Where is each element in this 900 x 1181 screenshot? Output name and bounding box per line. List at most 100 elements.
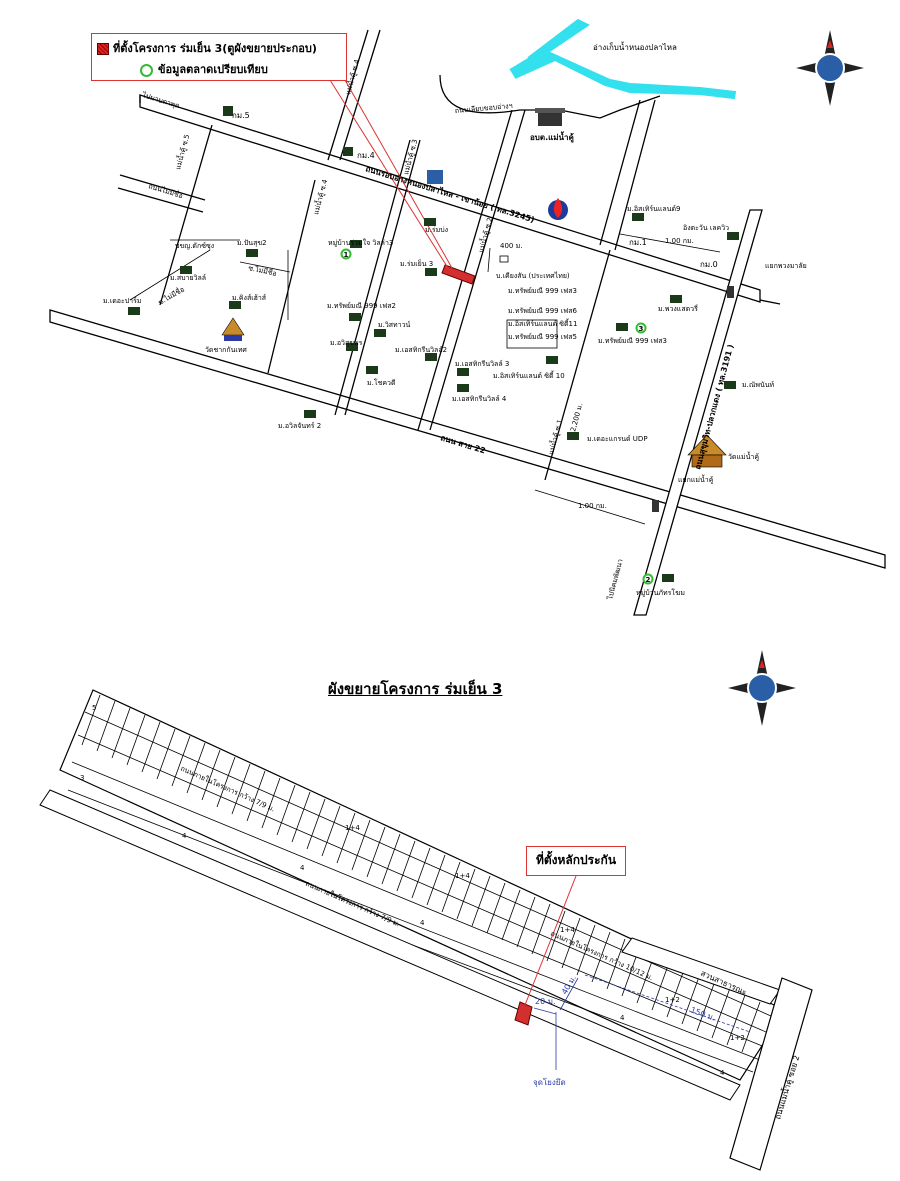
temple-label: วัดชากกันเทศ <box>205 346 247 354</box>
traffic-light-icon <box>652 500 659 512</box>
svg-text:3: 3 <box>639 325 644 333</box>
junction-label: แยกพวงมาลัย <box>765 262 807 270</box>
collateral-lot-marker <box>514 1001 533 1026</box>
km0-label: กม.0 <box>700 260 718 269</box>
site-parcel-marker <box>441 264 476 285</box>
svg-text:2: 2 <box>646 576 651 584</box>
place-label: ม.อิสเทิร์นแลนด์9 <box>627 205 680 213</box>
lot-grid <box>81 694 761 1053</box>
plan-title: ผังขยายโครงการ ร่มเย็น 3 <box>328 680 503 698</box>
soi2-label: แม่น้ำคู้ ซ.2 <box>474 216 494 254</box>
sao-building-icon <box>535 108 565 126</box>
place-label: ม.เดอะแกรนด์ UDP <box>587 435 648 443</box>
svg-text:1: 1 <box>344 251 349 259</box>
sao-label: อบต.แม่น้ำคู้ <box>530 131 574 143</box>
km5-label: กม.5 <box>232 111 250 120</box>
place-label: ม.ทรัพย์มณี 999 เฟส3 <box>598 337 667 345</box>
svg-text:4: 4 <box>720 1069 725 1077</box>
temple-icon <box>221 317 245 341</box>
svg-text:1+2: 1+2 <box>730 1034 745 1042</box>
place-label: บขญ.ดักซ์ซุง <box>175 242 214 250</box>
to-nikhom-label: ไปนิคมพัฒนา <box>605 558 625 602</box>
place-label: ม.ทรัพย์มณี 999 เฟส5 <box>508 333 577 341</box>
dist-2200-label: 2,200 ม. <box>569 402 584 432</box>
km4-label: กม.4 <box>357 151 375 160</box>
place-label: หมู่บ้านร่วมใจ วิลล่า3 <box>328 238 393 247</box>
reservoir-shape <box>509 18 737 100</box>
soi5 <box>159 124 213 306</box>
compass-icon <box>796 30 864 106</box>
svg-text:4: 4 <box>420 919 425 927</box>
unnamed-soi-label: ซ.ไม่มีชื่อ <box>157 285 186 307</box>
soi5-label: แม่น้ำคู้ ซ.5 <box>171 133 191 171</box>
place-label: ม.อิสเทิร์นแลนด์ ซิตี้11 <box>508 317 577 328</box>
place-label: ม.เอสทิกรีนวิลล์ 4 <box>452 395 507 403</box>
market-marker-3 <box>635 322 647 334</box>
svg-text:4: 4 <box>182 832 187 840</box>
place-label: ม.ปันสุข2 <box>237 239 267 247</box>
reservoir-label: อ่างเก็บน้ำหนองปลาไหล <box>593 41 677 52</box>
place-label: ม.วิสทาวน์ <box>378 321 411 329</box>
leader-line <box>329 79 449 269</box>
svg-text:4: 4 <box>620 1014 625 1022</box>
soi4b-label: แม่น้ำคู้ ซ.4 <box>309 177 329 215</box>
sukhumvit-road <box>633 209 763 616</box>
place-label: ม.เอสทิกรีนวิลล์2 <box>395 346 447 354</box>
callout-leader <box>524 875 577 1006</box>
place-label: ม.ณัพนันท์ <box>742 381 775 389</box>
legend-market-row: ข้อมูลตลาดเปรียบเทียบ <box>140 60 268 78</box>
legend-site-row: ที่ตั้งโครงการ ร่มเย็น 3(ตูผังขยายประกอบ… <box>97 39 317 57</box>
market-circle-icon <box>140 63 153 77</box>
place-label: ม.โชควดี <box>367 378 396 387</box>
place-label: ม.อวิลจันทร์ 2 <box>278 422 321 430</box>
dim-150m <box>584 974 751 1033</box>
place-label: ม.เอสทิกรีนวิลล์ 3 <box>455 360 509 368</box>
market-marker-1 <box>340 248 352 260</box>
place-label: หมู่บ้านภัทรโฆม <box>636 588 685 597</box>
dist-1km-label: 1.00 กม. <box>665 237 694 245</box>
ptt-logo <box>548 198 568 220</box>
svg-text:1+4: 1+4 <box>345 824 360 832</box>
svg-text:1+2: 1+2 <box>665 996 680 1004</box>
temple-label: วัดแม่น้ำคู้ <box>728 450 759 461</box>
place-label: ม.อิสเทิร์นแลนด์ ซิตี้ 10 <box>493 369 565 380</box>
soi1-label: แม่น้ำคู้ ซ.1 <box>544 418 564 456</box>
compass-icon <box>728 650 796 726</box>
place-label: ม.ทรัพย์มณี 999 เฟส2 <box>327 302 396 310</box>
road-22 <box>49 309 886 569</box>
dim-1km-bottom <box>534 489 646 525</box>
svg-text:1+4: 1+4 <box>455 872 470 880</box>
collateral-callout: ที่ตั้งหลักประกัน <box>526 846 626 876</box>
place-label: ม.เดอะปาร์ม <box>103 297 142 305</box>
site-label: ม.ร่มเย็น 3 <box>400 259 433 268</box>
dist-20m-label: 20 ม. <box>535 997 556 1006</box>
reference-point-label: จุดโยงยึด <box>533 1077 566 1087</box>
svg-text:1+4: 1+4 <box>560 926 575 934</box>
place-label: อิงตะวัน เลควิว <box>683 224 729 232</box>
traffic-light-icon <box>727 286 734 298</box>
dim-40m <box>559 977 579 1011</box>
house-icon-group <box>128 106 739 582</box>
place-label: ม.อวิสุขพร <box>330 339 363 347</box>
place-label: ม.ร่มบ่ง <box>425 226 448 234</box>
market-marker-2 <box>642 573 654 585</box>
km1-label: กม.1 <box>629 238 647 247</box>
svg-text:4: 4 <box>300 864 305 872</box>
legend: ที่ตั้งโครงการ ร่มเย็น 3(ตูผังขยายประกอบ… <box>91 33 347 81</box>
place-label: บ.เคียงสัน (ประเทศไทย) <box>496 271 570 280</box>
junction-label: แยกแม่น้ำคู้ <box>678 473 714 484</box>
dim-1km-top <box>619 233 721 253</box>
dist-1km-label: 1.00 กม. <box>578 502 607 510</box>
svg-text:3: 3 <box>80 774 84 782</box>
dist-400-label: 400 ม. <box>500 242 522 250</box>
unnamed-soi-label: ซ.ไม่มีชื่อ <box>248 263 278 278</box>
svg-text:5: 5 <box>92 704 96 712</box>
site-swatch-icon <box>97 43 109 55</box>
reservoir-road <box>439 74 661 119</box>
place-label: ม.ทรัพย์มณี 999 เฟส3 <box>508 287 577 295</box>
place-label: ม.ทรัพย์มณี 999 เฟส6 <box>508 307 577 315</box>
temple-icon <box>687 434 727 468</box>
place-label: ม.คิงส์เฮ้าส์ <box>232 294 267 302</box>
project-plan: 5 3 4 4 4 4 4 1+4 1+4 1+4 1+2 1+2 <box>39 689 813 1171</box>
